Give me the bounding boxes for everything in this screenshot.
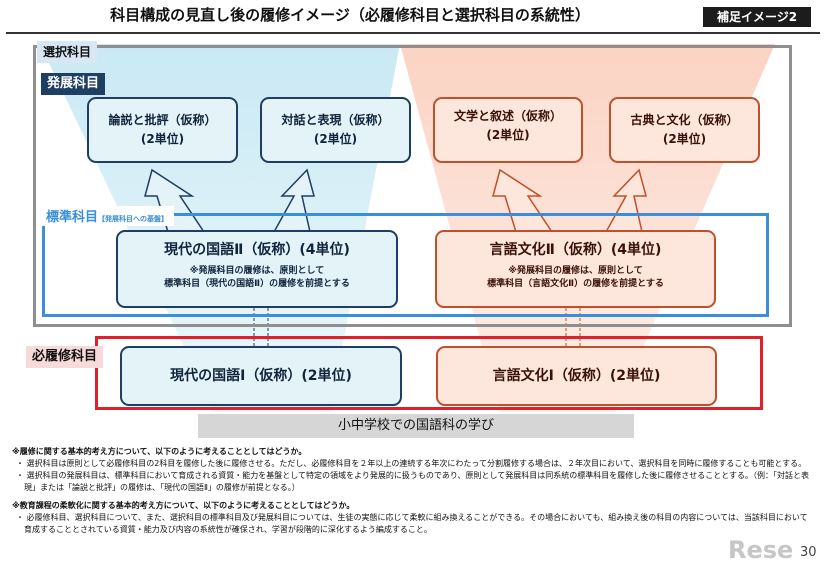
notes-heading: ※教育課程の柔軟化に関する基本的考え方について、以下のように考えることとしてはど… [12, 501, 355, 510]
prerequisite-note: 標準科目（現代の国語Ⅱ）の履修を前提とする [164, 279, 350, 289]
notes-bullet: ・ 選択科目の発展科目は、標準科目において育成される資質・能力を基盤として特定の… [16, 471, 810, 492]
standard-sublabel: 【発展科目への基盤】 [98, 215, 169, 223]
left-arrows [144, 168, 315, 233]
page-title: 科目構成の見直し後の履修イメージ（必履修科目と選択科目の系統性） [110, 6, 590, 24]
elective-frame [33, 45, 792, 327]
subject-name: 現代の国語Ⅰ（仮称）(2単位) [170, 368, 352, 384]
subject-box-gengo-1: 言語文化Ⅰ（仮称）(2単位) [436, 346, 717, 406]
notes-bullet: ・ 必履修科目、選択科目について、また、選択科目の標準科目及び発展科目については… [16, 513, 808, 534]
subject-box-ronsetsu: 論説と批評（仮称） (2単位) [87, 97, 238, 163]
elective-label: 選択科目 [37, 41, 98, 63]
subject-name: 古典と文化（仮称） [630, 113, 739, 127]
header-divider [6, 32, 820, 34]
subject-credits: (2単位) [140, 132, 185, 146]
subject-name: 論説と批評（仮称） [108, 113, 217, 127]
required-frame [95, 336, 763, 410]
subject-credits: (2単位) [486, 128, 530, 142]
subject-box-koten: 古典と文化（仮称） (2単位) [609, 97, 760, 163]
notes-bullet: ・ 選択科目は原則として必履修科目の2科目を履修した後に履修させる。ただし、必履… [16, 459, 807, 468]
subject-box-taiwa: 対話と表現（仮称） (2単位) [260, 97, 411, 163]
notes-heading: ※履修に関する基本的考え方について、以下のように考えることとしてはどうか。 [12, 447, 307, 456]
subject-credits: (2単位) [313, 132, 358, 146]
subject-box-bungaku: 文学と叙述（仮称） (2単位) [433, 97, 583, 163]
subject-name: 現代の国語Ⅱ（仮称）(4単位) [164, 242, 350, 258]
subject-box-gendai-2: 現代の国語Ⅱ（仮称）(4単位) ※発展科目の履修は、原則として 標準科目（現代の… [116, 230, 398, 308]
standard-label-group: 標準科目【発展科目への基盤】 [40, 206, 175, 226]
standard-label: 標準科目 [46, 210, 99, 225]
subject-box-gengo-2: 言語文化Ⅱ（仮称）(4単位) ※発展科目の履修は、原則として 標準科目（言語文化… [435, 230, 716, 308]
subject-credits: (2単位) [662, 132, 707, 146]
prerequisite-note: 標準科目（言語文化Ⅱ）の履修を前提とする [487, 279, 664, 289]
required-label: 必履修科目 [26, 346, 104, 368]
watermark-logo: Rese [728, 536, 794, 564]
page-number: 30 [800, 545, 817, 560]
prerequisite-note: ※発展科目の履修は、原則として [508, 266, 643, 276]
prerequisite-note: ※発展科目の履修は、原則として [189, 266, 325, 276]
subject-name: 言語文化Ⅱ（仮称）(4単位) [489, 242, 662, 258]
subject-name: 対話と表現（仮称） [281, 113, 390, 127]
subject-box-gendai-1: 現代の国語Ⅰ（仮称）(2単位) [120, 346, 402, 406]
foundation-bar: 小中学校での国語科の学び [198, 414, 634, 438]
standard-frame [42, 213, 769, 317]
developmental-label: 発展科目 [41, 73, 106, 95]
supplement-badge: 補足イメージ2 [703, 7, 811, 27]
notes-section: ※履修に関する基本的考え方について、以下のように考えることとしてはどうか。 ・ … [12, 446, 812, 536]
subject-name: 言語文化Ⅰ（仮称）(2単位) [492, 368, 661, 384]
subject-name: 文学と叙述（仮称） [453, 109, 562, 123]
right-arrows [492, 168, 647, 233]
